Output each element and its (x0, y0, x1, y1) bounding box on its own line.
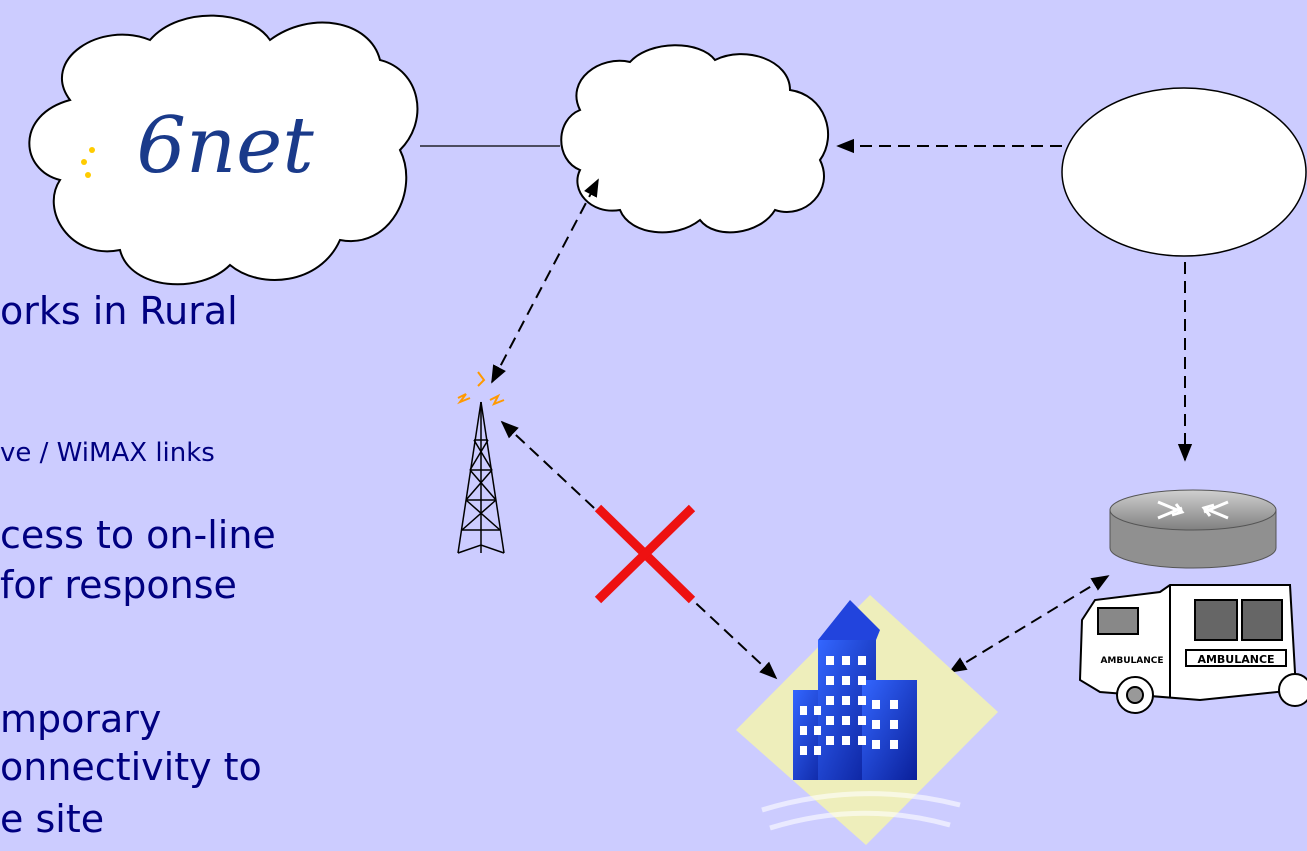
sub-bullet-text: ve / WiMAX links (0, 438, 215, 468)
tower-building-arrow (500, 420, 778, 680)
bullet-text: onnectivity to (0, 745, 262, 789)
router-icon (1109, 489, 1277, 569)
radio-tower-icon (457, 401, 505, 554)
signal-spark-icon (457, 371, 505, 406)
bullet-text: cess to on-line (0, 513, 276, 557)
bullet-text: e site (0, 797, 105, 841)
ambulance-rear-label: AMBULANCE (1197, 653, 1274, 666)
bullet-text: for response (0, 563, 237, 607)
6net-cloud: 6net (28, 14, 419, 286)
bullet-text: orks in Rural (0, 289, 238, 333)
ambulance-side-label: AMBULANCE (1100, 656, 1163, 666)
bullet-text: mporary (0, 697, 162, 741)
cloud-tower-arrow (491, 178, 599, 384)
6net-logo-text: 6net (136, 101, 314, 191)
eu-stars-icon (81, 147, 95, 178)
server-ellipse (1061, 87, 1307, 257)
ambulance-icon: AMBULANCE AMBULANCE (1078, 584, 1307, 714)
broken-link-icon (594, 504, 696, 604)
building-icon (736, 595, 998, 845)
building-ambulance-arrow (948, 575, 1110, 673)
internet-cloud (560, 44, 829, 234)
